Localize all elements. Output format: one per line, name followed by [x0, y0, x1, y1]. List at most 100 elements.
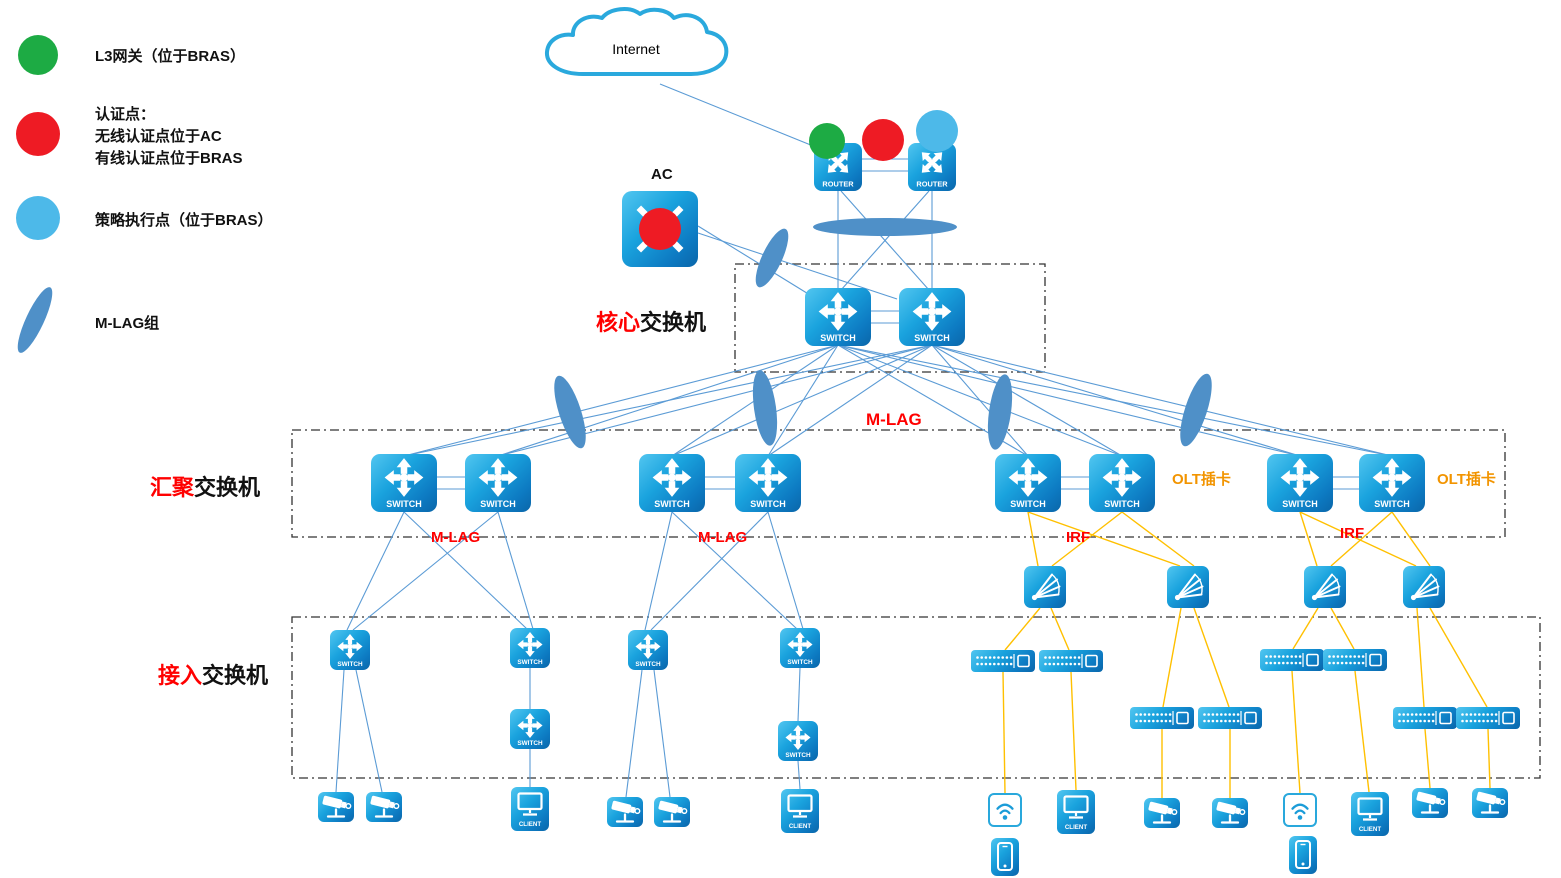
onu-switch-6 [1323, 649, 1387, 671]
network-link [352, 511, 499, 631]
l3-gateway-dot-router [809, 123, 845, 159]
network-link [671, 511, 798, 630]
auth-point-dot-router [862, 119, 904, 161]
core-switch-2: SWITCH [899, 288, 965, 346]
agg-switch-3: SWITCH [639, 454, 705, 512]
switch-icon: SWITCH [384, 458, 424, 509]
network-link [931, 344, 1393, 457]
olt-link [1299, 511, 1417, 567]
svg-text:CLIENT: CLIENT [1359, 826, 1382, 833]
phone-icon [1295, 840, 1311, 869]
network-link [403, 344, 839, 457]
olt-link [1050, 607, 1070, 651]
camera-icon [1216, 801, 1246, 824]
olt-link [1299, 511, 1318, 567]
router-icon: ROUTER [916, 152, 948, 189]
mlag-ellipse [17, 287, 53, 353]
switch-icon: SWITCH [787, 631, 813, 666]
olt-link [1487, 728, 1491, 789]
olt-link [1330, 511, 1393, 567]
svg-text:SWITCH: SWITCH [914, 333, 950, 343]
client-icon: CLIENT [787, 794, 813, 830]
svg-text:SWITCH: SWITCH [1010, 499, 1046, 509]
olt-splitter-3 [1304, 566, 1346, 608]
olt-link [1354, 670, 1370, 793]
wifi-icon [996, 803, 1014, 820]
mlag-ellipse [813, 218, 957, 236]
olt-splitter-1 [1024, 566, 1066, 608]
svg-text:CLIENT: CLIENT [519, 821, 542, 828]
camera-icon [658, 800, 688, 823]
onu-switch-7 [1393, 707, 1457, 729]
switch-icon: SWITCH [748, 458, 788, 509]
network-link [697, 225, 811, 296]
svg-text:SWITCH: SWITCH [750, 499, 786, 509]
phone-icon [997, 842, 1013, 871]
agg-switch-1: SWITCH [371, 454, 437, 512]
rack-ports-icon [1044, 654, 1098, 668]
legend-policy-point-dot [16, 196, 60, 240]
switch-icon: SWITCH [478, 458, 518, 509]
olt-link [1330, 607, 1355, 650]
network-link [644, 511, 673, 631]
camera-7 [1412, 788, 1448, 818]
svg-text:SWITCH: SWITCH [1282, 499, 1318, 509]
onu-switch-4 [1198, 707, 1262, 729]
mlag-ellipse [752, 370, 778, 446]
onu-switch-1 [971, 650, 1035, 672]
network-link [797, 760, 801, 790]
rack-ports-icon [1203, 711, 1257, 725]
switch-icon: SWITCH [1280, 458, 1320, 509]
camera-3 [607, 797, 643, 827]
switch-icon: SWITCH [1372, 458, 1412, 509]
legend-auth-point-dot [16, 112, 60, 156]
wifi-ap-2 [1283, 793, 1317, 827]
network-link [931, 344, 1301, 457]
switch-icon: SWITCH [635, 633, 661, 668]
agg-switch-4: SWITCH [735, 454, 801, 512]
olt-link [1070, 671, 1077, 791]
olt-link [1027, 511, 1039, 567]
access-switch-4b: SWITCH [778, 721, 818, 761]
access-switch-2: SWITCH [510, 628, 550, 668]
onu-switch-5 [1260, 649, 1324, 671]
olt-icon [1174, 573, 1204, 601]
camera-icon [1416, 791, 1446, 814]
switch-icon: SWITCH [785, 724, 811, 759]
client-icon: CLIENT [517, 792, 543, 828]
network-link [653, 669, 671, 798]
svg-text:SWITCH: SWITCH [820, 333, 856, 343]
camera-icon [1148, 801, 1178, 824]
core-layer-box [734, 263, 1046, 373]
camera-5 [1144, 798, 1180, 828]
rack-ports-icon [1398, 711, 1452, 725]
network-link [767, 511, 804, 630]
camera-8 [1472, 788, 1508, 818]
network-link [403, 344, 933, 457]
olt-link [1391, 511, 1431, 567]
policy-point-dot-router [916, 110, 958, 152]
mlag-ellipse [987, 374, 1013, 450]
onu-switch-2 [1039, 650, 1103, 672]
agg-switch-8-olt: SWITCH [1359, 454, 1425, 512]
svg-text:SWITCH: SWITCH [517, 659, 543, 666]
network-link [931, 344, 1123, 457]
phone-1 [991, 838, 1019, 876]
onu-switch-3 [1130, 707, 1194, 729]
access-switch-1: SWITCH [330, 630, 370, 670]
phone-2 [1289, 836, 1317, 874]
access-switch-4: SWITCH [780, 628, 820, 668]
network-link [931, 344, 1029, 457]
agg-switch-6-olt: SWITCH [1089, 454, 1155, 512]
svg-text:SWITCH: SWITCH [386, 499, 422, 509]
agg-switch-5-olt: SWITCH [995, 454, 1061, 512]
camera-1 [318, 792, 354, 822]
access-switch-3: SWITCH [628, 630, 668, 670]
olt-splitter-4 [1403, 566, 1445, 608]
olt-link [1424, 728, 1431, 789]
internet-label: Internet [612, 41, 660, 57]
client-icon: CLIENT [1063, 795, 1089, 831]
network-link [625, 669, 643, 798]
network-link [797, 667, 801, 722]
